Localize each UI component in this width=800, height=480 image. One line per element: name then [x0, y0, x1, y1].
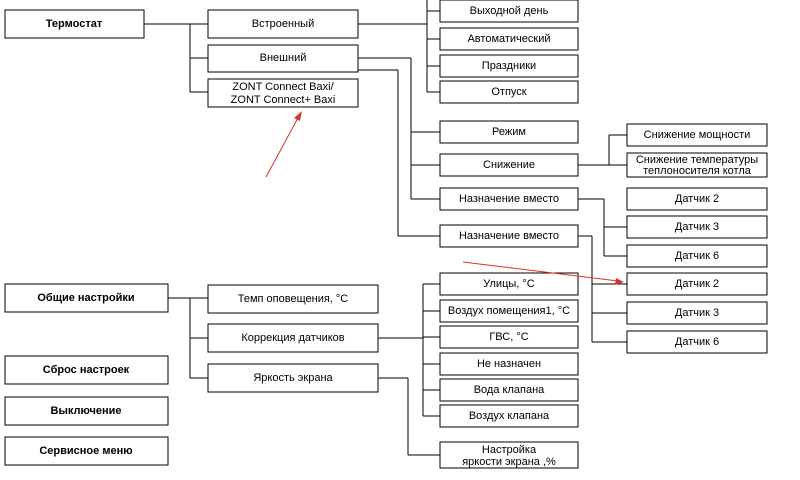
- node-zont-label-line1: ZONT Connect Baxi/: [232, 81, 334, 93]
- node-temp-reduction-label-line2: теплоносителя котла: [643, 165, 752, 177]
- node-screen-brightness[interactable]: Яркость экрана: [207, 363, 379, 393]
- node-automatic[interactable]: Автоматический: [439, 27, 579, 51]
- connector-thermostat: [144, 23, 208, 93]
- node-builtin[interactable]: Встроенный: [207, 9, 359, 39]
- node-assign-instead-1-label: Назначение вместо: [459, 193, 559, 205]
- connector-reduction: [578, 134, 627, 166]
- node-mode-label: Режим: [492, 126, 526, 138]
- node-external-label: Внешний: [260, 52, 307, 64]
- node-room-air-label: Воздух помещения1, °С: [448, 305, 570, 317]
- node-power-reduction[interactable]: Снижение мощности: [626, 123, 768, 147]
- node-dhw-label: ГВС, °С: [489, 331, 528, 343]
- node-mode[interactable]: Режим: [439, 120, 579, 144]
- node-service-menu-label: Сервисное меню: [39, 445, 132, 457]
- node-vacation[interactable]: Отпуск: [439, 80, 579, 104]
- node-power-reduction-label: Снижение мощности: [644, 129, 751, 141]
- node-service-menu[interactable]: Сервисное меню: [4, 436, 169, 466]
- node-sensor2-a-label: Датчик 2: [675, 193, 719, 205]
- node-dhw[interactable]: ГВС, °С: [439, 325, 579, 349]
- node-street[interactable]: Улицы, °С: [439, 272, 579, 296]
- node-sensor-correction-label: Коррекция датчиков: [241, 332, 344, 344]
- connectors: [144, 0, 627, 456]
- annotation-arrow-sensor2: [462, 261, 624, 285]
- node-assign-instead-2-label: Назначение вместо: [459, 230, 559, 242]
- node-holidays[interactable]: Праздники: [439, 54, 579, 78]
- connector-assign-1: [578, 198, 627, 257]
- node-sensor-correction[interactable]: Коррекция датчиков: [207, 323, 379, 353]
- node-sensor6-b[interactable]: Датчик 6: [626, 330, 768, 354]
- node-valve-air-label: Воздух клапана: [469, 410, 550, 422]
- node-sensor6-a-label: Датчик 6: [675, 250, 719, 262]
- node-sensor3-b-label: Датчик 3: [675, 307, 719, 319]
- node-brightness-setting[interactable]: Настройка яркости экрана ,%: [439, 441, 579, 469]
- node-vacation-label: Отпуск: [491, 86, 526, 98]
- node-street-label: Улицы, °С: [483, 278, 535, 290]
- node-thermostat-label: Термостат: [46, 18, 103, 30]
- node-room-air[interactable]: Воздух помещения1, °С: [439, 299, 579, 323]
- node-sensor3-a-label: Датчик 3: [675, 221, 719, 233]
- node-not-assigned-label: Не назначен: [477, 358, 541, 370]
- node-general-settings[interactable]: Общие настройки: [4, 283, 169, 313]
- node-sensor3-b[interactable]: Датчик 3: [626, 301, 768, 325]
- connector-correction: [378, 283, 440, 417]
- node-reduction[interactable]: Снижение: [439, 153, 579, 177]
- connector-general: [168, 297, 208, 379]
- node-reset-label: Сброс настроек: [43, 364, 130, 376]
- node-sensor2-b[interactable]: Датчик 2: [626, 272, 768, 296]
- connector-assign-2: [578, 235, 627, 343]
- node-valve-water[interactable]: Вода клапана: [439, 378, 579, 402]
- connector-builtin: [358, 0, 440, 93]
- node-brightness-setting-label-line1: Настройка: [482, 444, 537, 456]
- node-sensor6-a[interactable]: Датчик 6: [626, 244, 768, 268]
- node-holidays-label: Праздники: [482, 60, 536, 72]
- node-alert-temp[interactable]: Темп оповещения, °С: [207, 284, 379, 314]
- node-reduction-label: Снижение: [483, 159, 535, 171]
- node-valve-air[interactable]: Воздух клапана: [439, 404, 579, 428]
- node-temp-reduction-label-line1: Снижение температуры: [636, 154, 758, 166]
- node-sensor2-a[interactable]: Датчик 2: [626, 187, 768, 211]
- node-builtin-label: Встроенный: [252, 18, 314, 30]
- annotation-arrow-zont: [265, 111, 302, 178]
- connector-external: [358, 57, 440, 200]
- node-automatic-label: Автоматический: [467, 33, 550, 45]
- node-external[interactable]: Внешний: [207, 44, 359, 73]
- node-shutdown-label: Выключение: [51, 405, 122, 417]
- node-sensor3-a[interactable]: Датчик 3: [626, 215, 768, 239]
- node-assign-instead-2[interactable]: Назначение вместо: [439, 224, 579, 248]
- node-alert-temp-label: Темп оповещения, °С: [238, 293, 349, 305]
- connector-zont: [358, 69, 440, 237]
- node-shutdown[interactable]: Выключение: [4, 396, 169, 426]
- node-brightness-setting-label-line2: яркости экрана ,%: [462, 456, 556, 468]
- node-day-off-label: Выходной день: [470, 5, 549, 17]
- node-zont-label-line2: ZONT Connect+ Baxi: [231, 94, 336, 106]
- node-sensor2-b-label: Датчик 2: [675, 278, 719, 290]
- node-reset[interactable]: Сброс настроек: [4, 355, 169, 385]
- node-day-off[interactable]: Выходной день: [439, 0, 579, 23]
- node-screen-brightness-label: Яркость экрана: [253, 372, 333, 384]
- node-general-settings-label: Общие настройки: [37, 292, 134, 304]
- node-not-assigned[interactable]: Не назначен: [439, 352, 579, 376]
- node-assign-instead-1[interactable]: Назначение вместо: [439, 187, 579, 211]
- node-sensor6-b-label: Датчик 6: [675, 336, 719, 348]
- connector-brightness: [378, 377, 440, 456]
- node-temp-reduction[interactable]: Снижение температуры теплоносителя котла: [626, 152, 768, 178]
- node-valve-water-label: Вода клапана: [474, 384, 545, 396]
- node-zont[interactable]: ZONT Connect Baxi/ ZONT Connect+ Baxi: [207, 78, 359, 108]
- node-thermostat[interactable]: Термостат: [4, 9, 145, 39]
